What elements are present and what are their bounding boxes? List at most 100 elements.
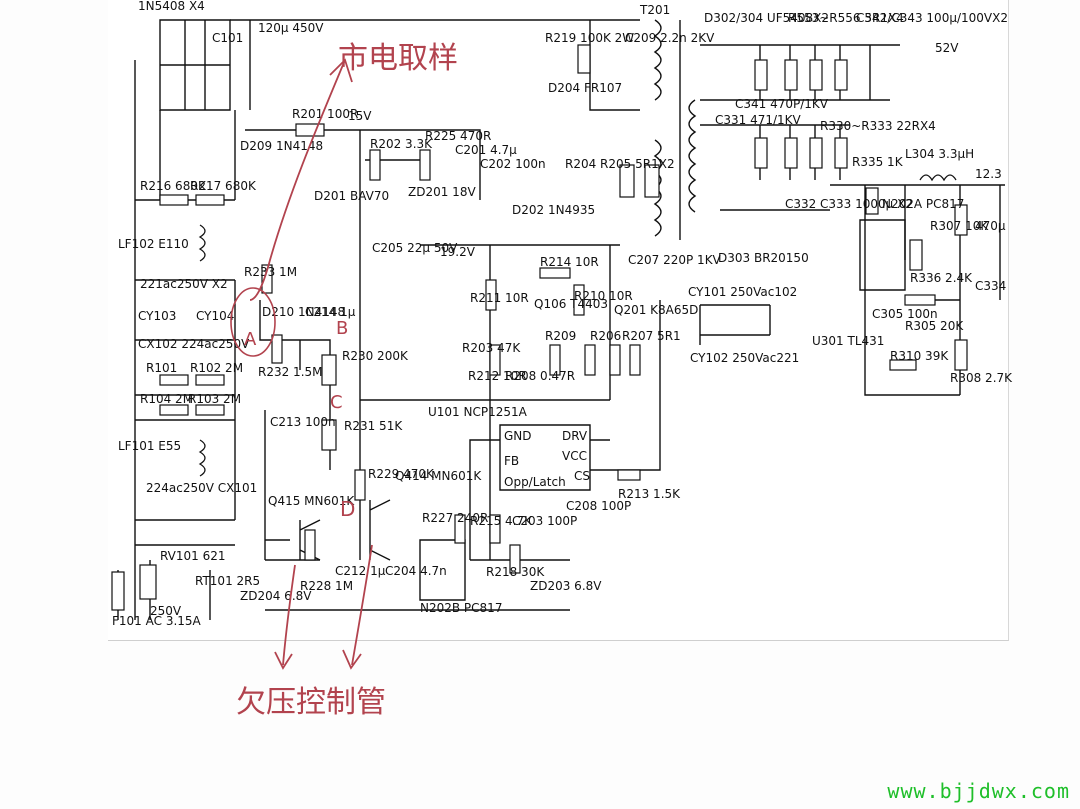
label: C214 1μ <box>305 305 356 319</box>
diagram-labels: T201 1N5408 X4 120μ 450V C101 R219 100K … <box>112 0 1013 628</box>
label: R103 2M <box>188 392 241 406</box>
label: C204 4.7n <box>385 564 447 578</box>
label: ZD203 6.8V <box>530 579 602 593</box>
label: CY104 <box>196 309 234 323</box>
label: D302/304 UF5408X2 <box>704 11 829 25</box>
label: R216 680K <box>140 179 207 193</box>
label: 120μ 450V <box>258 21 324 35</box>
label: R211 10R <box>470 291 529 305</box>
label: R213 1.5K <box>618 487 681 501</box>
label: C207 220P 1KV <box>628 253 722 267</box>
mains-sampling-arrow <box>249 59 346 301</box>
label: R553~R556 5R1X4 <box>788 11 904 25</box>
label: R208 0.47R <box>505 369 575 383</box>
label: R229 470K <box>368 467 435 481</box>
label: RV101 621 <box>160 549 226 563</box>
label: R233 1M <box>244 265 297 279</box>
label: R310 39K <box>890 349 949 363</box>
label: D201 BAV70 <box>314 189 389 203</box>
label: R210 10R <box>574 289 633 303</box>
label: U301 TL431 <box>812 334 884 348</box>
label: Opp/Latch <box>504 475 566 489</box>
label: R201 100R <box>292 107 358 121</box>
label: CX102 224ac250V <box>138 337 250 351</box>
point-b-mark: B <box>336 318 348 339</box>
label: 12.3 <box>975 167 1002 181</box>
label: 250V <box>150 604 182 618</box>
label: RT101 2R5 <box>195 574 260 588</box>
label: C342/C343 100μ/100VX2 <box>856 11 1008 25</box>
label: R102 2M <box>190 361 243 375</box>
label: CY101 250Vac102 <box>688 285 797 299</box>
label: CS <box>574 469 590 483</box>
label: ZD201 18V <box>408 185 476 199</box>
label: R204 R205 5R1X2 <box>565 157 675 171</box>
label: R308 2.7K <box>950 371 1013 385</box>
label: C208 100P <box>566 499 631 513</box>
label: D204 FR107 <box>548 81 622 95</box>
label: C212 1μ <box>335 564 386 578</box>
label: F101 AC 3.15A <box>112 614 202 628</box>
label: D202 1N4935 <box>512 203 595 217</box>
label: R335 1K <box>852 155 904 169</box>
label: R207 5R1 <box>622 329 681 343</box>
label: DRV <box>562 429 588 443</box>
point-c-mark: C <box>330 392 343 413</box>
label: N202B PC817 <box>420 601 502 615</box>
undervoltage-arrow-right <box>342 544 373 670</box>
label: N202A PC817 <box>882 197 964 211</box>
label: CY103 <box>138 309 176 323</box>
point-d-mark: D <box>340 497 355 521</box>
label: R225 470R <box>425 129 491 143</box>
handwritten-annotations: 市电取样 欠压控制管 A B C D <box>230 41 458 720</box>
label: C332 <box>785 197 816 211</box>
label: R214 10R <box>540 255 599 269</box>
label: R212 10R <box>468 369 527 383</box>
label: R230 200K <box>342 349 409 363</box>
label: C201 4.7μ <box>455 143 517 157</box>
label: 224ac250V CX101 <box>146 481 257 495</box>
label: Q201 K8A65D <box>614 303 698 317</box>
label: R203 47K <box>462 341 521 355</box>
label: C202 100n <box>480 157 546 171</box>
point-a-circle <box>230 287 276 357</box>
label: R218 30K <box>486 565 545 579</box>
mains-sampling-arrowhead <box>329 58 353 83</box>
label: Q415 MN601K <box>268 494 355 508</box>
label: R215 4.7K <box>470 514 533 528</box>
label: C101 <box>212 31 243 45</box>
label: C305 100n <box>872 307 938 321</box>
mains-sampling-note: 市电取样 <box>338 41 458 76</box>
label: C331 471/1KV <box>715 113 802 127</box>
label: R217 680K <box>190 179 257 193</box>
label: 52V <box>935 41 959 55</box>
label: C205 22μ 50V <box>372 241 458 255</box>
label: R231 51K <box>344 419 403 433</box>
label: FB <box>504 454 519 468</box>
label: 1N5408 X4 <box>138 0 205 13</box>
label: 15V <box>348 109 372 123</box>
transformer-cores <box>198 174 957 477</box>
label: R228 1M <box>300 579 353 593</box>
label: GND <box>504 429 532 443</box>
label: R209 <box>545 329 576 343</box>
label: D303 BR20150 <box>718 251 809 265</box>
label: VCC <box>562 449 587 463</box>
undervoltage-arrow-left <box>274 564 296 670</box>
label: L304 3.3μH <box>905 147 974 161</box>
undervoltage-note: 欠压控制管 <box>236 685 386 720</box>
label: Q106 T4403 <box>534 297 608 311</box>
label: C203 100P <box>512 514 577 528</box>
label: CY102 250Vac221 <box>690 351 799 365</box>
label: C213 100n <box>270 415 336 429</box>
label: ZD204 6.8V <box>240 589 312 603</box>
label: 470μ <box>975 219 1006 233</box>
label: R232 1.5M <box>258 365 323 379</box>
label: R330~R333 22RX4 <box>820 119 936 133</box>
label: C209 2.2n 2KV <box>625 31 715 45</box>
label: C334 <box>975 279 1006 293</box>
label: R101 <box>146 361 177 375</box>
label: Q414 MN601K <box>395 469 482 483</box>
